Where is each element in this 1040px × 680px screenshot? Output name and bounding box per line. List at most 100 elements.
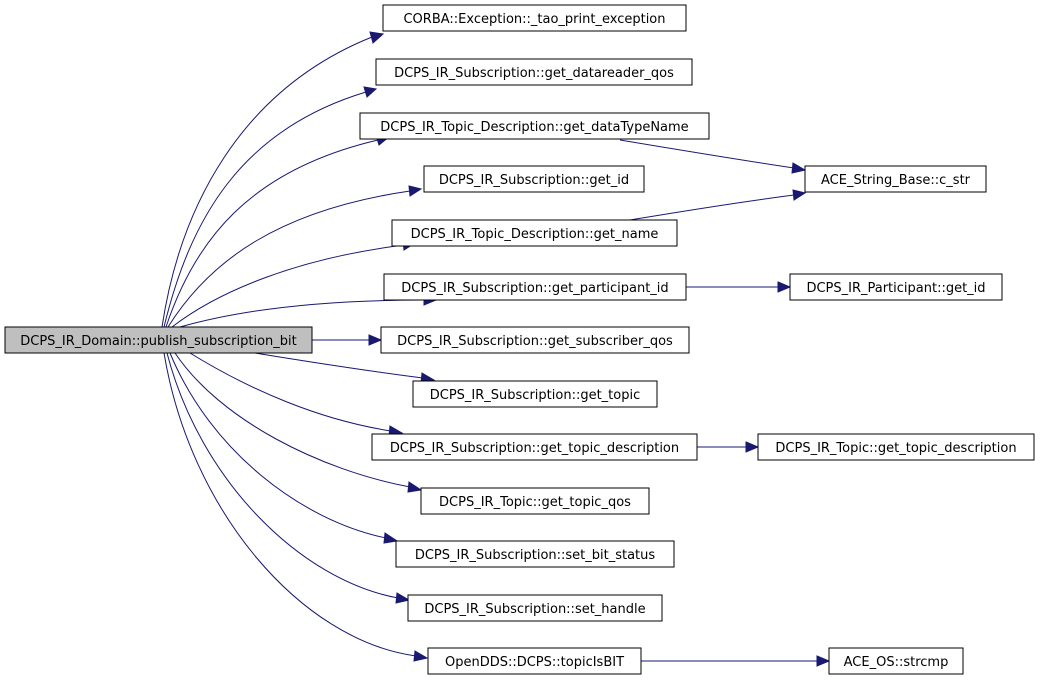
edge-line xyxy=(163,352,417,657)
function-node[interactable]: DCPS_IR_Subscription::set_handle xyxy=(407,594,663,622)
node-box xyxy=(407,594,663,622)
node-label: DCPS_IR_Domain::publish_subscription_bit xyxy=(20,334,297,349)
edge-line xyxy=(619,139,795,169)
edge-root-n11 xyxy=(169,352,399,544)
edge-n9-n16 xyxy=(697,441,760,453)
function-node[interactable]: DCPS_IR_Subscription::get_participant_id xyxy=(383,273,687,301)
node-box xyxy=(828,647,964,675)
node-label: DCPS_IR_Subscription::set_handle xyxy=(424,602,645,617)
edge-line xyxy=(166,352,399,599)
function-node[interactable]: ACE_String_Base::c_str xyxy=(804,165,987,193)
edge-root-n8 xyxy=(254,352,436,384)
function-node[interactable]: DCPS_IR_Subscription::get_topic xyxy=(412,380,658,408)
node-box xyxy=(4,326,313,354)
arrowhead-icon xyxy=(745,441,760,453)
node-box xyxy=(789,273,1003,301)
node-box xyxy=(383,273,687,301)
node-box xyxy=(382,4,687,32)
edge-line xyxy=(167,190,411,328)
arrowhead-icon xyxy=(413,650,429,662)
node-label: DCPS_IR_Subscription::get_participant_id xyxy=(401,281,668,296)
node-box xyxy=(359,112,710,140)
edge-line xyxy=(189,352,392,432)
node-box xyxy=(375,58,693,86)
edge-root-n9 xyxy=(189,352,404,437)
arrowhead-icon xyxy=(407,481,423,493)
edge-line xyxy=(174,352,411,488)
node-label: DCPS_IR_Subscription::get_topic xyxy=(430,388,641,403)
edge-root-n4 xyxy=(167,185,423,328)
function-node[interactable]: DCPS_IR_Participant::get_id xyxy=(789,273,1003,301)
edge-root-n1 xyxy=(161,31,385,328)
edge-line xyxy=(629,194,795,221)
node-box xyxy=(427,647,642,675)
arrowhead-icon xyxy=(363,86,378,98)
node-label: DCPS_IR_Topic_Description::get_dataTypeN… xyxy=(380,120,688,135)
edge-root-n2 xyxy=(163,86,378,328)
node-label: DCPS_IR_Subscription::get_topic_descript… xyxy=(390,441,679,456)
edge-root-n13 xyxy=(163,352,429,662)
arrowhead-icon xyxy=(383,532,399,544)
edge-root-n12 xyxy=(166,352,411,604)
edge-line xyxy=(161,36,373,328)
function-node[interactable]: DCPS_IR_Subscription::get_topic_descript… xyxy=(371,433,698,461)
function-node[interactable]: DCPS_IR_Topic::get_topic_description xyxy=(757,433,1035,461)
node-label: DCPS_IR_Subscription::get_datareader_qos xyxy=(394,66,674,81)
function-node[interactable]: CORBA::Exception::_tao_print_exception xyxy=(382,4,687,32)
edge-root-n10 xyxy=(174,352,423,493)
node-label: DCPS_IR_Participant::get_id xyxy=(806,281,985,296)
node-label: DCPS_IR_Topic::get_topic_description xyxy=(775,441,1016,456)
node-label: DCPS_IR_Subscription::set_bit_status xyxy=(415,548,656,563)
arrowhead-icon xyxy=(816,655,831,667)
arrowhead-icon xyxy=(792,189,807,201)
node-box xyxy=(371,433,698,461)
function-node[interactable]: OpenDDS::DCPS::topicIsBIT xyxy=(427,647,642,675)
arrowhead-icon xyxy=(395,592,411,604)
node-box xyxy=(420,487,650,515)
edge-root-n3 xyxy=(165,134,391,328)
function-node[interactable]: DCPS_IR_Subscription::get_id xyxy=(423,165,645,193)
function-node[interactable]: DCPS_IR_Topic_Description::get_dataTypeN… xyxy=(359,112,710,140)
arrowhead-icon xyxy=(368,334,383,346)
function-node[interactable]: ACE_OS::strcmp xyxy=(828,647,964,675)
node-label: DCPS_IR_Subscription::get_id xyxy=(439,173,629,188)
node-label: DCPS_IR_Subscription::get_subscriber_qos xyxy=(397,334,673,349)
node-box xyxy=(412,380,658,408)
edge-n6-n15 xyxy=(686,281,792,293)
function-node[interactable]: DCPS_IR_Topic_Description::get_name xyxy=(391,219,678,247)
arrowhead-icon xyxy=(408,185,423,197)
edge-line xyxy=(254,352,424,379)
node-box xyxy=(391,219,678,247)
node-box xyxy=(423,165,645,193)
edge-root-n7 xyxy=(312,334,383,346)
node-box xyxy=(395,540,675,568)
function-node[interactable]: DCPS_IR_Subscription::set_bit_status xyxy=(395,540,675,568)
node-box xyxy=(380,326,690,354)
node-label: CORBA::Exception::_tao_print_exception xyxy=(403,12,665,27)
function-node[interactable]: DCPS_IR_Subscription::get_datareader_qos xyxy=(375,58,693,86)
edge-n3-n14 xyxy=(619,139,807,174)
edge-n13-n17 xyxy=(641,655,831,667)
edge-root-n5 xyxy=(171,239,417,328)
edge-line xyxy=(179,299,425,328)
edge-line xyxy=(165,139,379,328)
node-label: DCPS_IR_Topic::get_topic_qos xyxy=(439,495,631,510)
edge-line xyxy=(171,244,405,328)
arrowhead-icon xyxy=(369,31,385,44)
nodes-layer: DCPS_IR_Domain::publish_subscription_bit… xyxy=(4,4,1035,675)
arrowhead-icon xyxy=(777,281,792,293)
node-label: ACE_OS::strcmp xyxy=(844,655,949,670)
node-label: OpenDDS::DCPS::topicIsBIT xyxy=(445,655,624,670)
node-label: ACE_String_Base::c_str xyxy=(821,173,971,188)
function-node[interactable]: DCPS_IR_Topic::get_topic_qos xyxy=(420,487,650,515)
node-label: DCPS_IR_Topic_Description::get_name xyxy=(411,227,659,242)
node-box xyxy=(804,165,987,193)
node-box xyxy=(757,433,1035,461)
edge-n5-n14 xyxy=(629,189,807,221)
root-node[interactable]: DCPS_IR_Domain::publish_subscription_bit xyxy=(4,326,313,354)
arrowhead-icon xyxy=(791,162,807,174)
edge-line xyxy=(169,352,387,539)
edge-line xyxy=(163,91,367,328)
function-node[interactable]: DCPS_IR_Subscription::get_subscriber_qos xyxy=(380,326,690,354)
